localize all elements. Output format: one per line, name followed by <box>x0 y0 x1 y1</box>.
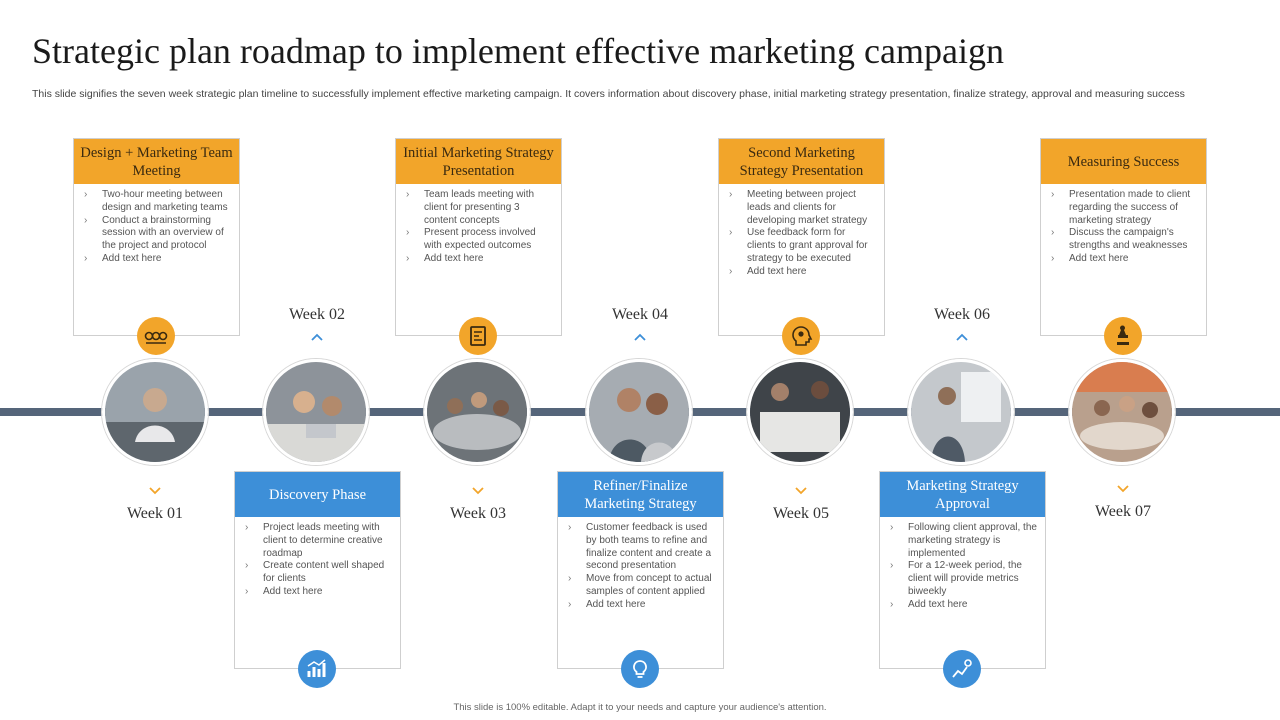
bar-chart-icon <box>298 650 336 688</box>
bullet: Add text here <box>1051 253 1198 266</box>
bullet: Following client approval, the marketing… <box>890 522 1037 560</box>
bullet: Two-hour meeting between design and mark… <box>84 189 231 215</box>
chevron-down-icon <box>148 486 162 496</box>
week-07-photo <box>1069 359 1175 465</box>
slide-title: Strategic plan roadmap to implement effe… <box>32 31 1004 71</box>
chess-strategy-icon <box>1104 317 1142 355</box>
bullet: Add text here <box>84 253 231 266</box>
chevron-up-icon <box>633 332 647 342</box>
bullet: Meeting between project leads and client… <box>729 189 876 227</box>
week-label: Week 02 <box>288 306 346 323</box>
card-bullets: Team leads meeting with client for prese… <box>396 184 561 266</box>
head-gear-icon <box>782 317 820 355</box>
chevron-up-icon <box>955 332 969 342</box>
card-week-06: Marketing Strategy Approval Following cl… <box>879 471 1046 669</box>
card-title: Design + Marketing Team Meeting <box>74 139 239 184</box>
card-bullets: Meeting between project leads and client… <box>719 184 884 279</box>
week-05-photo <box>747 359 853 465</box>
week-01-photo <box>102 359 208 465</box>
bullet: Project leads meeting with client to det… <box>245 522 392 560</box>
card-title: Discovery Phase <box>235 472 400 517</box>
bullet: Customer feedback is used by both teams … <box>568 522 715 573</box>
bullet: Add text here <box>729 266 876 279</box>
growth-idea-icon <box>943 650 981 688</box>
card-bullets: Following client approval, the marketing… <box>880 517 1045 612</box>
slide-subtitle: This slide signifies the seven week stra… <box>32 88 1185 100</box>
chevron-up-icon <box>310 332 324 342</box>
card-week-07: Measuring Success Presentation made to c… <box>1040 138 1207 336</box>
week-label: Week 07 <box>1094 503 1152 520</box>
bullet: Present process involved with expected o… <box>406 227 553 253</box>
card-bullets: Presentation made to client regarding th… <box>1041 184 1206 266</box>
chevron-down-icon <box>794 486 808 496</box>
bullet: Add text here <box>245 586 392 599</box>
week-04-photo <box>586 359 692 465</box>
bullet: Add text here <box>568 599 715 612</box>
card-bullets: Customer feedback is used by both teams … <box>558 517 723 612</box>
card-title: Refiner/Finalize Marketing Strategy <box>558 472 723 517</box>
card-title: Measuring Success <box>1041 139 1206 184</box>
week-label: Week 03 <box>449 505 507 522</box>
bullet: Team leads meeting with client for prese… <box>406 189 553 227</box>
chevron-down-icon <box>471 486 485 496</box>
card-bullets: Two-hour meeting between design and mark… <box>74 184 239 266</box>
week-06-photo <box>908 359 1014 465</box>
card-week-05: Second Marketing Strategy Presentation M… <box>718 138 885 336</box>
team-meeting-icon <box>137 317 175 355</box>
lightbulb-icon <box>621 650 659 688</box>
bullet: Add text here <box>890 599 1037 612</box>
card-week-02: Discovery Phase Project leads meeting wi… <box>234 471 401 669</box>
strategy-board-icon <box>459 317 497 355</box>
slide-footer: This slide is 100% editable. Adapt it to… <box>453 702 827 713</box>
week-label: Week 06 <box>933 306 991 323</box>
week-02-photo <box>263 359 369 465</box>
week-label: Week 04 <box>611 306 669 323</box>
bullet: Use feedback form for clients to grant a… <box>729 227 876 265</box>
card-week-01: Design + Marketing Team Meeting Two-hour… <box>73 138 240 336</box>
card-week-04: Refiner/Finalize Marketing Strategy Cust… <box>557 471 724 669</box>
week-label: Week 01 <box>126 505 184 522</box>
bullet: Move from concept to actual samples of c… <box>568 573 715 599</box>
bullet: Conduct a brainstorming session with an … <box>84 215 231 253</box>
card-title: Marketing Strategy Approval <box>880 472 1045 517</box>
week-label: Week 05 <box>772 505 830 522</box>
bullet: Discuss the campaign's strengths and wea… <box>1051 227 1198 253</box>
card-week-03: Initial Marketing Strategy Presentation … <box>395 138 562 336</box>
card-title: Initial Marketing Strategy Presentation <box>396 139 561 184</box>
bullet: Presentation made to client regarding th… <box>1051 189 1198 227</box>
bullet: Add text here <box>406 253 553 266</box>
card-bullets: Project leads meeting with client to det… <box>235 517 400 599</box>
bullet: For a 12-week period, the client will pr… <box>890 560 1037 598</box>
card-title: Second Marketing Strategy Presentation <box>719 139 884 184</box>
chevron-down-icon <box>1116 484 1130 494</box>
bullet: Create content well shaped for clients <box>245 560 392 586</box>
week-03-photo <box>424 359 530 465</box>
